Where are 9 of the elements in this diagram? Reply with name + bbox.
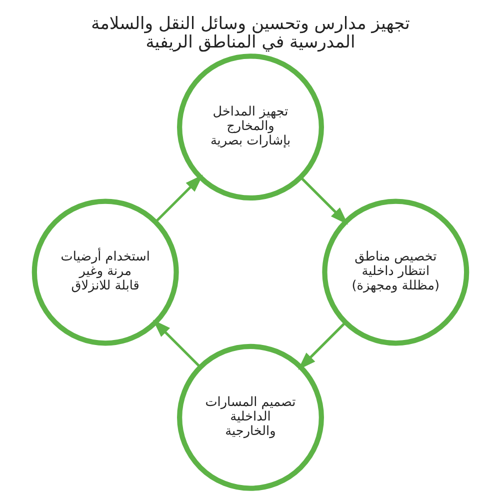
node-circle: تجهيز المداخل والمخارج بإشارات بصرية: [176, 54, 324, 201]
arrow: [299, 176, 348, 225]
node-circle: استخدام أرضيات مرنة وغير قابلة للانزلاق: [31, 198, 178, 346]
arrow: [154, 174, 202, 223]
arrow: [152, 320, 201, 368]
arrow: [298, 322, 346, 370]
diagram-title: تجهيز مدارس وتحسين وسائل النقل والسلامة المدرسية في المناطق الريفية: [90, 14, 410, 53]
node-circle: تخصيص مناطق انتظار داخلية (مظللة ومجهزة): [322, 198, 469, 346]
node-circle: تصميم المسارات الداخلية والخارجية: [176, 344, 324, 491]
